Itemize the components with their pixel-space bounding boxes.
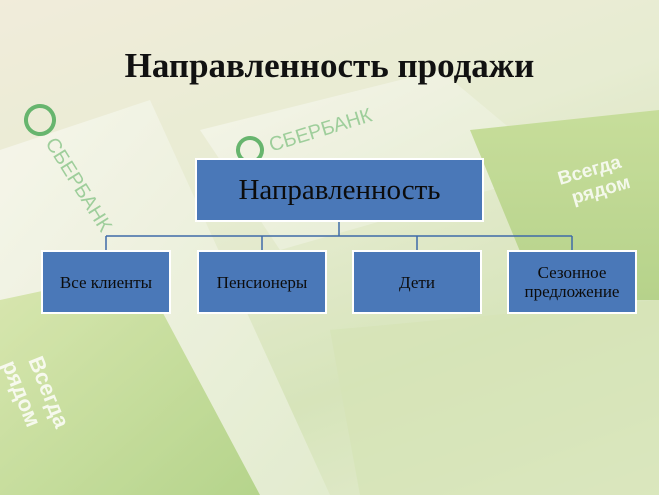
root-node: Направленность bbox=[195, 158, 484, 222]
child-node-pensioners: Пенсионеры bbox=[197, 250, 327, 314]
booklet-bottom bbox=[330, 300, 659, 495]
child-node-seasonal-offer: Сезонное предложение bbox=[507, 250, 637, 314]
slide-title: Направленность продажи bbox=[124, 46, 535, 85]
booklet-left-green bbox=[0, 270, 260, 495]
child-node-children: Дети bbox=[352, 250, 482, 314]
child-node-all-clients: Все клиенты bbox=[41, 250, 171, 314]
sber-logo-icon bbox=[24, 104, 56, 136]
